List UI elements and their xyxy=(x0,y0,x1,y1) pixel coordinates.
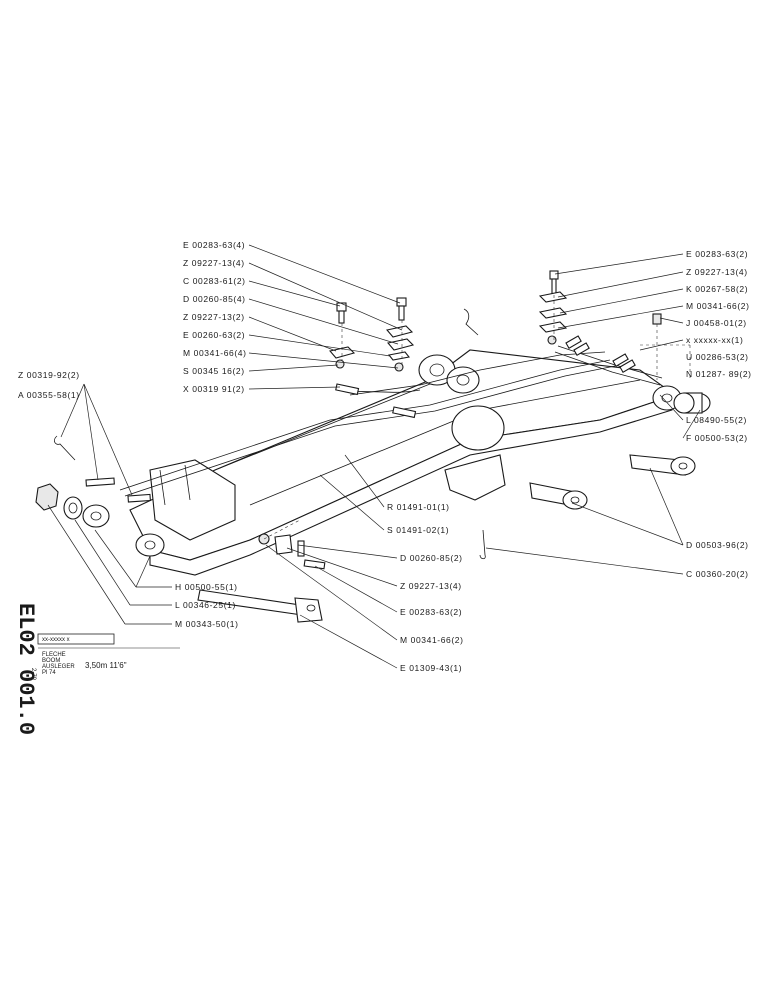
title-block: EL02 001.0 2-79 xx-xxxxx x FLECHE BOOM A… xyxy=(13,603,180,735)
part-label: E 00260-63(2) xyxy=(183,330,245,340)
part-label: L 08490-55(2) xyxy=(686,415,747,425)
part-label: M 00343-50(1) xyxy=(175,619,239,629)
part-label: D 00503-96(2) xyxy=(686,540,749,550)
part-label: Z 09227-13(4) xyxy=(400,581,462,591)
part-label: Z 09227-13(4) xyxy=(183,258,245,268)
title-line-1: FLECHE xyxy=(42,652,66,658)
part-label: X 00319 91(2) xyxy=(183,384,245,394)
part-label: Z 00319-92(2) xyxy=(18,370,80,380)
title-line-2: BOOM xyxy=(42,658,60,664)
title-block-ref: xx-xxxxx x xyxy=(42,637,70,643)
part-labels: E 00283-63(4) Z 09227-13(4) C 00283-61(2… xyxy=(18,240,752,673)
part-label: M 00341-66(2) xyxy=(400,635,464,645)
boom-body xyxy=(82,349,682,576)
part-label: E 00283-63(2) xyxy=(686,249,748,259)
part-label: L 00346-25(1) xyxy=(175,600,236,610)
part-label: N 01287- 89(2) xyxy=(686,369,752,379)
date-code: 2-79 xyxy=(30,668,36,681)
loose-parts xyxy=(35,270,711,623)
part-label: C 00360-20(2) xyxy=(686,569,749,579)
part-label: U 00286-53(2) xyxy=(686,352,749,362)
part-label: S 00345 16(2) xyxy=(183,366,245,376)
part-label: H 00500-55(1) xyxy=(175,582,238,592)
part-label: M 00341-66(4) xyxy=(183,348,247,358)
title-line-3: AUSLEGER xyxy=(42,664,75,670)
part-label: F 00500-53(2) xyxy=(686,433,748,443)
part-label: S 01491-02(1) xyxy=(387,525,449,535)
boom-size: 3,50m 11'6" xyxy=(85,661,127,670)
assembly-lines xyxy=(263,295,691,540)
title-line-4: Pl 74 xyxy=(42,670,56,676)
hydraulic-pipes xyxy=(119,345,663,497)
part-label: J 00458-01(2) xyxy=(686,318,747,328)
part-label: D 00260-85(4) xyxy=(183,294,246,304)
part-label: Z 09227-13(2) xyxy=(183,312,245,322)
part-label: E 01309-43(1) xyxy=(400,663,462,673)
part-label: E 00283-63(4) xyxy=(183,240,245,250)
part-label: R 01491-01(1) xyxy=(387,502,450,512)
part-label: M 00341-66(2) xyxy=(686,301,750,311)
part-label: E 00283-63(2) xyxy=(400,607,462,617)
part-label: K 00267-58(2) xyxy=(686,284,748,294)
part-label: A 00355-58(1) xyxy=(18,390,80,400)
drawing-code: EL02 001.0 xyxy=(13,603,38,735)
leader-lines xyxy=(47,244,701,669)
part-label: C 00283-61(2) xyxy=(183,276,246,286)
part-label: x xxxxx-xx(1) xyxy=(686,335,743,345)
part-label: Z 09227-13(4) xyxy=(686,267,748,277)
part-label: D 00260-85(2) xyxy=(400,553,463,563)
